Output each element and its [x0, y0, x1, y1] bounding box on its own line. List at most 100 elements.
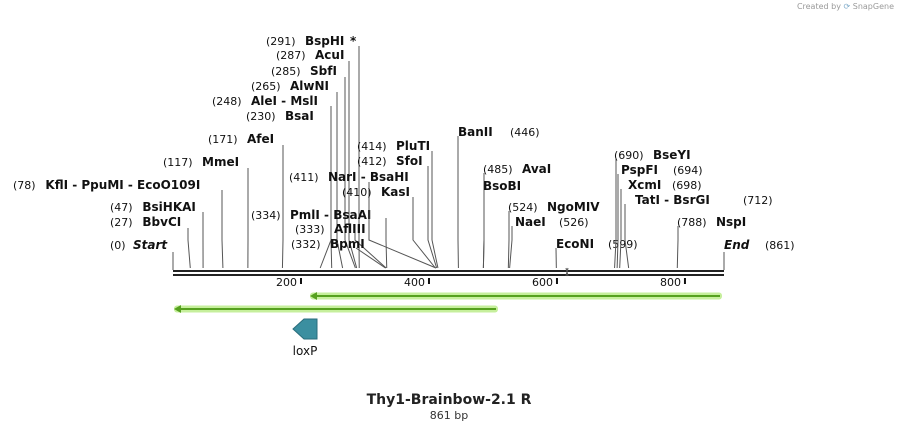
site-leader-line — [431, 151, 439, 269]
restriction-site: (690)BseYI — [614, 148, 691, 162]
primer-arrow-arrowhead — [310, 292, 317, 300]
site-position: (599) — [608, 238, 638, 251]
site-position: (265) — [251, 80, 281, 93]
site-position: (334) — [251, 209, 281, 222]
site-position: (333) — [295, 223, 325, 236]
site-position: (446) — [510, 126, 540, 139]
restriction-site: (117) MmeI — [163, 155, 239, 169]
restriction-site: (248)AleI - MslI — [212, 94, 318, 108]
site-name: AlwNI — [290, 79, 329, 93]
restriction-site: (291)BspHI* — [266, 34, 357, 48]
site-leader-line — [354, 233, 387, 269]
restriction-site: (333) AflIII — [295, 222, 366, 236]
restriction-site: PspFI (694) — [621, 163, 703, 177]
site-leader-line — [614, 159, 617, 269]
site-leader-line — [187, 228, 191, 269]
start-label: Start — [133, 238, 168, 252]
restriction-site: (411)NarI - BsaHI — [289, 170, 409, 184]
ruler-tick — [683, 278, 686, 284]
site-leader-line — [616, 174, 619, 269]
site-name: BbvCI — [142, 215, 181, 229]
restriction-site: (265) AlwNI — [251, 79, 329, 93]
site-position: (524) — [508, 201, 538, 214]
site-name: KasI — [381, 185, 410, 199]
site-name: PspFI — [621, 163, 658, 177]
site-name: BsiHKAI — [142, 200, 196, 214]
site-leader-line — [221, 190, 224, 269]
restriction-site: (485) AvaI — [483, 162, 551, 176]
ruler-tick — [299, 278, 302, 284]
site-leader-line — [385, 218, 388, 269]
site-position: (414) — [357, 140, 387, 153]
site-leader-line — [336, 92, 344, 269]
site-name: SbfI — [310, 64, 337, 78]
restriction-site: (171)AfeI — [208, 132, 274, 146]
site-name: EcoNI — [556, 237, 594, 251]
site-name: BsoBI — [483, 179, 521, 193]
end-label: End — [724, 238, 750, 252]
site-name: PmlI - BsaAI — [290, 208, 371, 222]
site-name: SfoI — [396, 154, 423, 168]
restriction-site: (410) KasI — [342, 185, 410, 199]
ruler-tick — [555, 278, 558, 284]
restriction-site: (788) NspI — [677, 215, 746, 229]
site-position: (788) — [677, 216, 707, 229]
site-position: (485) — [483, 163, 513, 176]
site-name: BseYI — [653, 148, 691, 162]
site-position: (694) — [673, 164, 703, 177]
snapgene-credit: Created by ⟳ SnapGene — [797, 2, 894, 11]
site-leader-line — [368, 182, 437, 269]
restriction-site: (287)AcuI — [276, 48, 344, 62]
loxp-feature-arrow — [292, 318, 318, 340]
snapgene-logo-icon: ⟳ — [843, 2, 851, 11]
restriction-site: BanII(446) — [458, 125, 540, 139]
restriction-site: XcmI(698) — [628, 178, 702, 192]
site-position: (412) — [357, 155, 387, 168]
site-name: BpmI — [330, 237, 365, 251]
restriction-site: (524)NgoMIV — [508, 200, 600, 214]
site-name: AvaI — [522, 162, 551, 176]
site-leader-line — [676, 226, 679, 269]
site-leader-line — [624, 204, 630, 269]
site-name: MmeI — [202, 155, 239, 169]
site-leader-line — [427, 166, 438, 269]
site-position: (27) — [110, 216, 133, 229]
site-name: TatI - BsrGI — [635, 193, 710, 207]
site-leader-line — [348, 61, 358, 269]
loxp-feature-label: loxP — [293, 344, 318, 358]
primer-arrow-arrowhead — [174, 305, 181, 313]
ruler-tick-label: 200 — [276, 276, 297, 289]
restriction-site: (414) PluTI — [357, 139, 430, 153]
site-name: AflIII — [334, 222, 366, 236]
map-title: Thy1-Brainbow-2.1 R — [366, 392, 532, 408]
site-name: KflI - PpuMI - EcoO109I — [45, 178, 200, 192]
start-position: (0) — [110, 239, 126, 252]
site-position: (291) — [266, 35, 296, 48]
backbone-break-mark — [565, 267, 569, 277]
site-position: (410) — [342, 186, 372, 199]
site-mark: * — [350, 34, 357, 48]
site-position: (117) — [163, 156, 193, 169]
site-position: (230) — [246, 110, 276, 123]
site-name: PluTI — [396, 139, 430, 153]
site-leader-line — [482, 190, 485, 269]
site-leader-line — [281, 145, 284, 269]
site-name: AcuI — [315, 48, 344, 62]
restriction-site: (332)BpmI — [291, 237, 365, 251]
site-name: NarI - BsaHI — [328, 170, 409, 184]
site-name: NspI — [716, 215, 746, 229]
restriction-site: (27) BbvCI — [110, 215, 181, 229]
ruler-tick-label: 400 — [404, 276, 425, 289]
backbone-top-strand — [173, 270, 724, 272]
site-leader-line — [509, 226, 513, 269]
site-position: (171) — [208, 133, 238, 146]
restriction-site: (47) BsiHKAI — [110, 200, 196, 214]
site-position: (698) — [672, 179, 702, 192]
credit-prefix: Created by — [796, 2, 841, 11]
site-leader-line — [330, 106, 333, 269]
sequence-length: 861 bp — [429, 409, 469, 422]
site-position: (285) — [271, 65, 301, 78]
ruler-tick-label: 600 — [532, 276, 553, 289]
restriction-site: (285) SbfI — [271, 64, 337, 78]
site-position: (47) — [110, 201, 133, 214]
